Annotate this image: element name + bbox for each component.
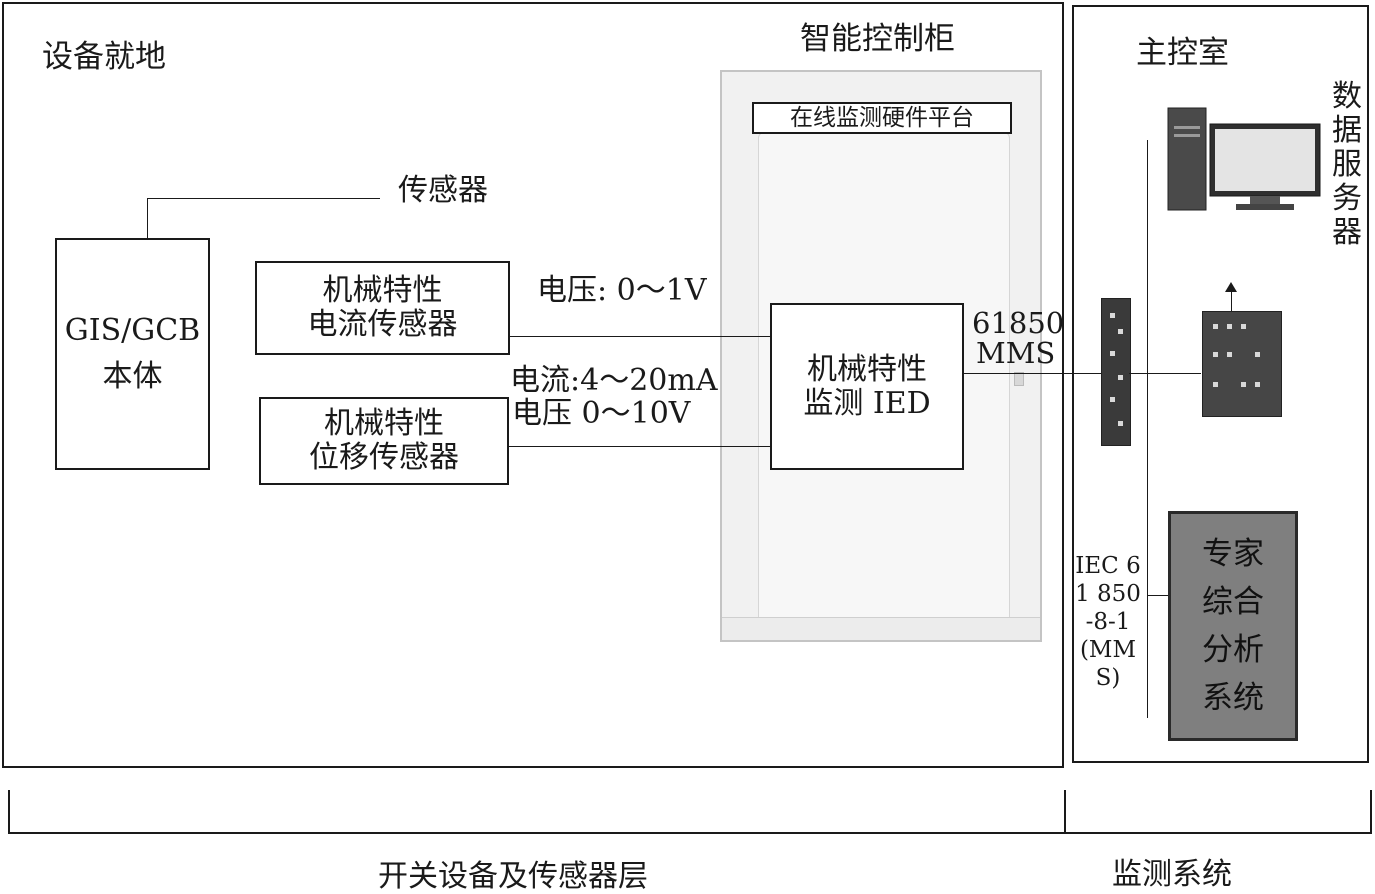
expert-system-label: 专家综合分析系统	[1202, 536, 1264, 716]
field-zone-title: 设备就地	[42, 39, 166, 75]
communication-device-icon	[1202, 311, 1282, 417]
left-layer-brace	[8, 790, 1066, 834]
device-up-arrow-shaft	[1231, 290, 1232, 311]
switch-to-device-line	[1129, 373, 1201, 374]
gis-body-line2: 本体	[102, 359, 163, 394]
current-signal-line	[510, 336, 772, 337]
current-signal-label: 电压: 0～1V	[537, 273, 707, 308]
ied-protocol-line2: MMS	[976, 336, 1056, 370]
current-sensor-line1: 机械特性	[322, 273, 443, 308]
up-arrow-icon	[1225, 282, 1237, 292]
cabinet-handle	[1014, 372, 1024, 386]
displacement-signal-label-1: 电流:4～20mA	[510, 363, 718, 398]
sensor-leader-vertical	[147, 198, 148, 238]
data-server-icon	[1160, 104, 1326, 214]
cabinet-zone-title: 智能控制柜	[800, 21, 955, 57]
ied-protocol-line1: 61850	[972, 306, 1065, 340]
displacement-signal-line	[509, 446, 772, 447]
cabinet-base	[722, 617, 1040, 640]
current-sensor-line2: 电流传感器	[307, 307, 458, 342]
displacement-sensor-line1: 机械特性	[324, 406, 444, 441]
control-room-frame	[1072, 5, 1369, 763]
ied-line2: 监测 IED	[803, 385, 931, 421]
displacement-signal-label-2: 电压 0～10V	[512, 396, 691, 431]
bus-to-expert-line	[1147, 595, 1168, 596]
field-zone-frame	[2, 2, 1064, 768]
sensor-label: 传感器	[398, 173, 488, 208]
ied-line1: 机械特性	[807, 351, 927, 387]
hardware-platform-label: 在线监测硬件平台	[752, 102, 1012, 134]
data-server-label: 数据服务器	[1332, 79, 1362, 250]
right-layer-brace	[1064, 790, 1372, 834]
left-layer-label: 开关设备及传感器层	[378, 859, 648, 894]
expert-analysis-system: 专家综合分析系统	[1168, 511, 1298, 741]
ied-to-switch-line	[964, 373, 1101, 374]
bus-protocol-label: IEC 61 850-8-1(MM S)	[1075, 553, 1141, 691]
control-room-title: 主控室	[1136, 35, 1229, 71]
right-layer-label: 监测系统	[1112, 857, 1232, 892]
gis-body-line1: GIS/GCB	[64, 313, 201, 348]
gis-gcb-body: GIS/GCB 本体	[55, 238, 210, 470]
monitoring-bus-line	[1147, 140, 1148, 718]
current-sensor-box: 机械特性 电流传感器	[255, 261, 510, 355]
network-switch-icon	[1101, 298, 1131, 446]
displacement-sensor-box: 机械特性 位移传感器	[259, 397, 509, 485]
displacement-sensor-line2: 位移传感器	[309, 440, 459, 475]
sensor-leader-horizontal	[147, 198, 380, 199]
mechanical-ied-box: 机械特性 监测 IED	[770, 303, 964, 470]
